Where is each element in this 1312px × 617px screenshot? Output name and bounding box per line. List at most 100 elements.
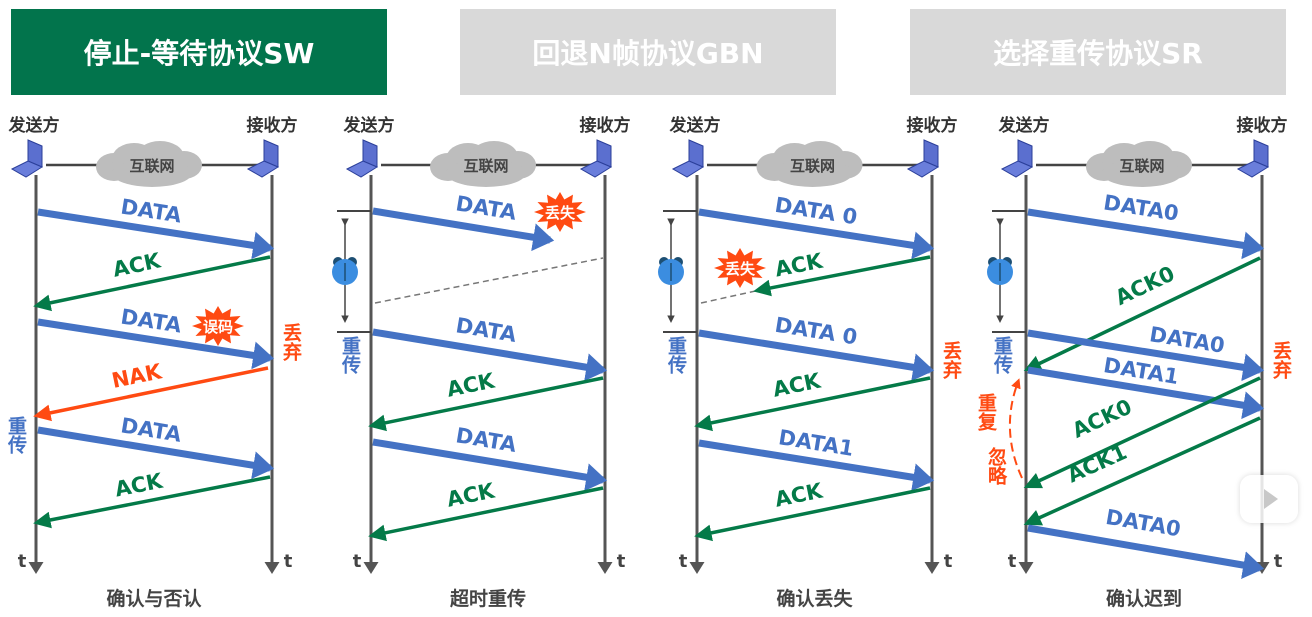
ack-label: ACK [445,478,498,511]
sender-label: 发送方 [998,115,1050,136]
ack-arrow [368,486,604,542]
data-arrow [1027,366,1265,420]
receiver-laptop-icon [579,139,613,178]
cloud-icon [756,141,863,187]
tab-go-back-n[interactable]: 回退N帧协议GBN [460,9,836,95]
data-label: DATA0 [1104,505,1183,542]
time-axis-label: t [18,551,27,572]
cloud-icon [1086,141,1192,187]
sender-label: 发送方 [669,115,721,136]
retransmit-label: 重传 [5,416,28,455]
ack-label: ACK0 [1069,395,1136,443]
ack-arrow [694,486,931,542]
alarm-clock-icon [332,257,358,285]
ack-label: ACK [445,368,498,401]
cloud-icon [430,141,536,187]
error-badge-label: 误码 [203,318,233,336]
sender-laptop-icon [1000,139,1034,178]
ack-label: ACK [113,469,165,502]
nak-arrow [33,366,269,422]
discard-label: 丢弃 [280,322,302,362]
ack-label: ACK [111,248,164,281]
network-label: 互联网 [129,157,174,175]
receiver-laptop-icon [246,139,280,178]
data-arrow [372,438,608,492]
error-badge: 误码 [192,306,244,346]
ack-arrow [33,255,271,312]
receiver-label: 接收方 [580,115,631,136]
time-axis-label: t [617,551,626,572]
sender-laptop-icon [345,139,379,178]
ignore-duplicate-label: 忽略 [985,446,1007,486]
ack-label: ACK [773,249,825,282]
nak-label: NAK [110,359,165,393]
data-arrow [37,426,275,480]
data-arrow [372,207,555,252]
data-arrow [698,208,935,260]
data-arrow [1027,524,1265,579]
data-arrow [372,328,608,382]
sender-label: 发送方 [343,115,395,136]
ack-arrow [1023,256,1261,372]
ignore-duplicate-arrow [1008,378,1023,479]
ack-arrow [33,475,271,529]
error-badge: 丢失 [534,192,586,232]
network-label: 互联网 [1119,157,1164,175]
ack-arrow [1023,416,1261,526]
ack-arrow [1023,376,1261,489]
data-arrow [37,208,275,260]
time-axis-label: t [1274,551,1283,572]
receiver-laptop-icon [1236,139,1270,178]
panel-caption: 确认迟到 [1106,587,1182,610]
data-arrow [1027,208,1265,260]
sender-label: 发送方 [8,115,60,136]
ack-arrow [753,255,931,297]
data-label: DATA [454,313,519,347]
data-arrow [37,318,275,370]
cloud-icon [96,141,202,187]
time-axis-label: t [284,551,293,572]
sender-laptop-icon [671,139,705,178]
retransmit-label: 重传 [665,336,688,375]
lost-frame-trace [374,257,604,304]
receiver-label: 接收方 [247,115,298,136]
receiver-laptop-icon [906,139,940,178]
error-badge: 丢失 [714,248,766,288]
video-play-watermark-icon [1240,475,1298,523]
sender-laptop-icon [10,139,44,178]
lost-frame-trace [700,289,761,304]
network-label: 互联网 [463,157,508,175]
receiver-label: 接收方 [907,115,958,136]
tab-stop-and-wait[interactable]: 停止-等待协议SW [11,9,387,95]
time-axis-label: t [353,551,362,572]
data-label: DATA [454,423,519,457]
ack-arrow [368,376,604,432]
error-badge-label: 丢失 [545,204,576,222]
discard-label: 丢弃 [1270,340,1292,380]
data-arrow [698,329,935,382]
time-axis-label: t [1008,551,1017,572]
alarm-clock-icon [658,257,684,285]
panel-caption: 确认丢失 [776,587,853,610]
retransmit-label: 重传 [339,336,362,375]
time-axis-label: t [944,551,953,572]
ack-arrow [694,376,931,432]
ignore-duplicate-label: 重复 [975,393,998,431]
discard-label: 丢弃 [940,340,962,380]
retransmit-label: 重传 [991,336,1014,375]
data-label: DATA [454,191,519,225]
alarm-clock-icon [987,257,1013,285]
receiver-label: 接收方 [1237,115,1288,136]
data-label: DATA0 [1102,190,1180,225]
data-arrow [698,439,935,492]
data-arrow [1027,329,1265,382]
network-label: 互联网 [790,157,835,175]
tab-selective-repeat[interactable]: 选择重传协议SR [910,9,1286,95]
error-badge-label: 丢失 [725,260,756,278]
ack-label: ACK [773,478,825,511]
